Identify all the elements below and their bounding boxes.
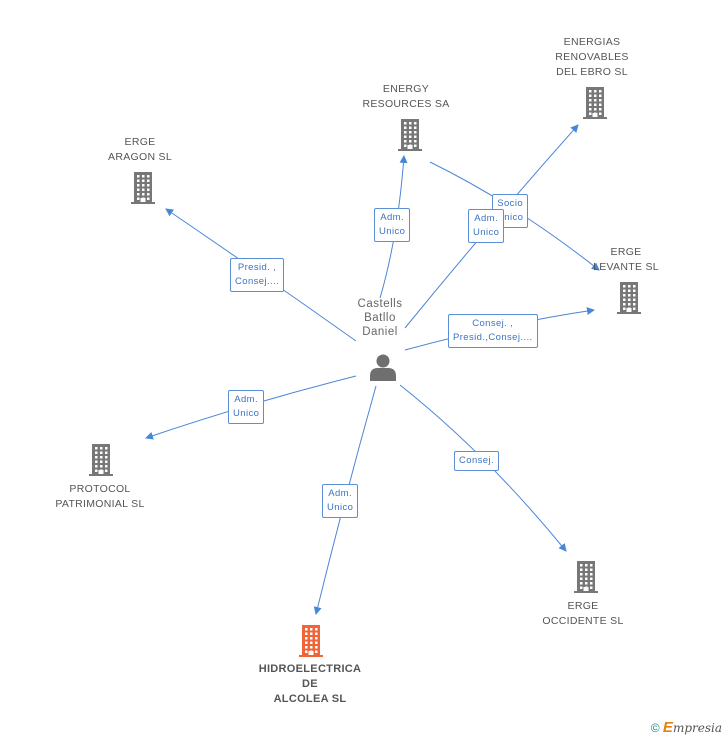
company-name-line: PROTOCOL [69,483,131,495]
relation-text: Unico [379,226,406,237]
relation-label-energias[interactable]: Adm. Unico [468,209,505,243]
relation-text: Consej. [459,455,495,466]
relation-text: Adm. [474,213,499,224]
company-name-line: ENERGIAS [563,36,621,48]
company-name-line: ERGE [567,600,599,612]
company-label-erge-aragon[interactable]: ERGE ARAGON SL [80,135,200,165]
relation-text: Socio [497,198,524,209]
company-name-line: ALCOLEA SL [273,693,347,705]
company-name-line: RENOVABLES [555,51,629,63]
relation-text: Unico [233,408,260,419]
company-name-line: ARAGON SL [108,151,172,163]
building-icon-erge-levante[interactable] [617,282,641,314]
company-name-line: ENERGY [382,83,430,95]
relation-text: Unico [327,502,354,513]
copyright-symbol: © [650,721,660,735]
person-name-line: Batllo [364,312,396,324]
person-name-line: Daniel [362,326,398,338]
relation-label-aragon[interactable]: Presid. , Consej.... [230,258,285,292]
relation-label-levante[interactable]: Consej. , Presid.,Consej.... [448,314,538,348]
company-label-energy[interactable]: ENERGY RESOURCES SA [346,82,466,112]
company-name-line: ERGE [610,246,642,258]
person-name[interactable]: Castells Batllo Daniel [330,297,430,339]
company-label-energias[interactable]: ENERGIAS RENOVABLES DEL EBRO SL [532,35,652,80]
relation-text: Unico [473,227,500,238]
relation-text: Presid. , [237,262,277,273]
building-icon-energias[interactable] [583,87,607,119]
relation-label-protocol[interactable]: Adm. Unico [228,390,265,424]
empresia-logo-text: mpresia [672,721,722,735]
company-label-hidroelectrica[interactable]: HIDROELECTRICA DE ALCOLEA SL [240,662,380,707]
empresia-logo-initial: E [662,719,673,736]
relation-label-energy[interactable]: Adm. Unico [374,208,411,242]
building-icon-protocol[interactable] [89,444,113,476]
company-name-line: HIDROELECTRICA [258,663,362,675]
relation-text: Adm. [234,394,259,405]
relation-text: Adm. [328,488,353,499]
relation-label-hidro[interactable]: Adm. Unico [322,484,359,518]
company-name-line: ERGE [124,136,156,148]
person-name-line: Castells [357,298,403,310]
company-name-line: OCCIDENTE SL [542,615,624,627]
relation-text: Adm. [380,212,405,223]
company-name-line: RESOURCES SA [362,98,450,110]
company-name-line: PATRIMONIAL SL [55,498,145,510]
person-icon [370,354,396,381]
company-label-erge-occidente[interactable]: ERGE OCCIDENTE SL [523,599,643,629]
relation-text: Consej. , [472,318,514,329]
company-name-line: LEVANTE SL [593,261,659,273]
building-icon-hidroelectrica[interactable] [299,625,323,657]
company-name-line: DE [302,678,318,690]
copyright-footer: © Empresia [651,719,722,736]
building-icon-energy[interactable] [398,119,422,151]
company-label-protocol[interactable]: PROTOCOL PATRIMONIAL SL [40,482,160,512]
edge-lines [145,124,600,615]
relation-text: Único [497,212,524,223]
relation-label-occidente[interactable]: Consej. [454,451,500,471]
company-name-line: DEL EBRO SL [556,66,628,78]
company-label-erge-levante[interactable]: ERGE LEVANTE SL [566,245,686,275]
relation-text: Consej.... [235,276,280,287]
building-icon-erge-aragon[interactable] [131,172,155,204]
relation-text: Presid.,Consej.... [453,332,533,343]
company-icons [89,87,641,657]
building-icon-erge-occidente[interactable] [574,561,598,593]
